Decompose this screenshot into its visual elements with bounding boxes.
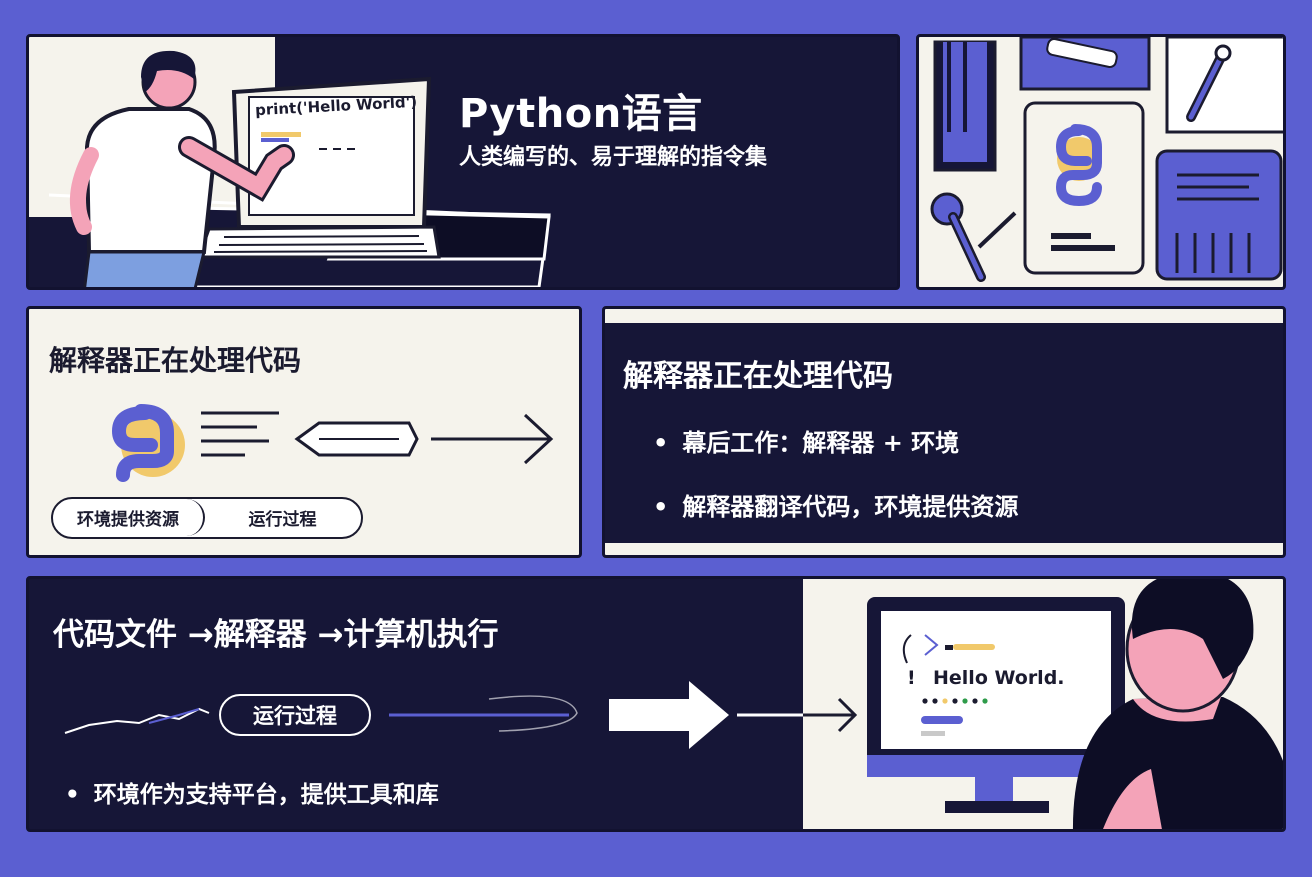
pill-environment-resources[interactable]: 环境提供资源 (53, 499, 205, 536)
interpreter-info-panel: 解释器正在处理代码 幕后工作：解释器 + 环境 解释器翻译代码，环境提供资源 (602, 306, 1286, 558)
mode-toggle[interactable]: 环境提供资源 运行过程 (51, 497, 363, 539)
interpreter-diagram-panel: 解释器正在处理代码 环境提供资源 运行过程 (26, 306, 582, 558)
python-logo-icon (1055, 124, 1102, 207)
bottom-bullet: 环境作为支持平台，提供工具和库 (65, 775, 439, 809)
info-panel-top-strip (605, 309, 1283, 323)
page-subtitle: 人类编写的、易于理解的指令集 (459, 145, 768, 170)
arrow-right-icon (609, 681, 729, 749)
info-panel-bottom-strip (605, 543, 1283, 555)
python-logo-icon (111, 404, 185, 482)
document-icon (1155, 149, 1283, 281)
pill-run-process[interactable]: 运行过程 (248, 510, 317, 530)
monitor-scene: ! Hello World. (803, 579, 1283, 829)
flow-lines-illustration (64, 681, 827, 749)
arrow-right-icon (803, 697, 858, 733)
wrench-icon (1186, 44, 1232, 122)
info-bullet-1: 幕后工作：解释器 + 环境 (653, 423, 959, 458)
left-panel-heading: 解释器正在处理代码 (49, 344, 302, 377)
header-banner: print('Hello World') Python语言 人类编写的、易于理解… (26, 34, 900, 290)
tools-illustration (930, 37, 1283, 282)
info-bullet-2: 解释器翻译代码，环境提供资源 (653, 487, 1018, 522)
person-figure (69, 50, 295, 287)
execution-flow-panel: 代码文件 →解释器 →计算机执行 运行过程 环境作为支持平台，提供工具和库 (26, 576, 1286, 832)
monitor-illustration (803, 579, 1283, 829)
run-process-button[interactable]: 运行过程 (219, 694, 371, 736)
screen-mark: ! (907, 667, 916, 689)
screen-hello-world: Hello World. (933, 667, 1065, 689)
arrow-right-icon (431, 413, 554, 465)
interpreter-flow-illustration (111, 404, 554, 482)
bottom-heading: 代码文件 →解释器 →计算机执行 (53, 617, 499, 653)
person-at-monitor-figure (1073, 579, 1283, 829)
page-title: Python语言 (459, 91, 703, 137)
right-panel-heading: 解释器正在处理代码 (623, 359, 893, 394)
tools-panel (916, 34, 1286, 290)
person-at-laptop-illustration (48, 50, 551, 287)
laptop-icon (196, 76, 441, 259)
